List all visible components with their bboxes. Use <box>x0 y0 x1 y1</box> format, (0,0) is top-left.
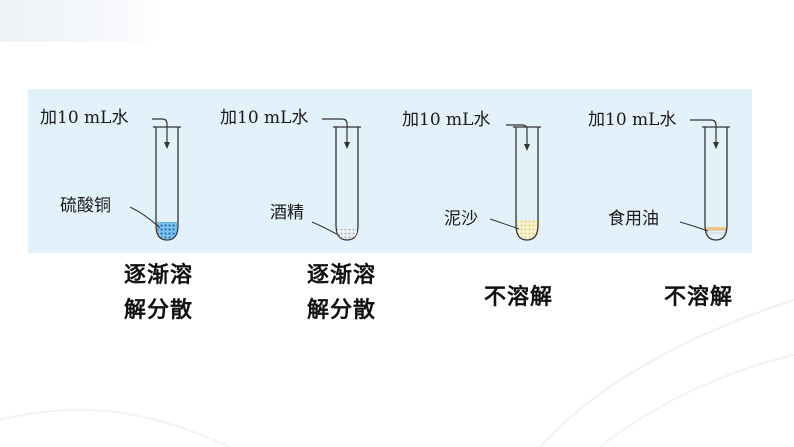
test-tube-1 <box>153 126 181 241</box>
arrow-1 <box>152 118 170 149</box>
water-label-3: 加10 mL水 <box>402 110 491 130</box>
substance-label-1: 硫酸铜 <box>60 196 111 216</box>
corner-decoration <box>0 0 160 42</box>
copper-sulfate-sediment <box>157 222 177 239</box>
experiment-panel <box>28 89 752 253</box>
pointer-line-1 <box>129 206 161 229</box>
test-tube-2 <box>333 126 361 241</box>
substance-label-4: 食用油 <box>608 209 659 229</box>
oil-layer <box>706 227 726 230</box>
water-label-4: 加10 mL水 <box>588 110 677 130</box>
result-1-line-2: 解分散 <box>124 298 194 323</box>
result-4: 不溶解 <box>664 285 734 310</box>
result-1-line-1: 逐渐溶 <box>124 263 194 288</box>
alcohol-layer <box>337 229 357 239</box>
substance-label-2: 酒精 <box>270 203 304 223</box>
water-label-2: 加10 mL水 <box>220 108 309 128</box>
water-label-1: 加10 mL水 <box>40 108 129 128</box>
pointer-line-2 <box>311 221 341 237</box>
arrow-2 <box>322 118 350 149</box>
sand-sediment <box>517 220 537 239</box>
pointer-line-4 <box>679 221 709 232</box>
result-2-line-1: 逐渐溶 <box>307 263 377 288</box>
result-3: 不溶解 <box>484 285 554 310</box>
substance-label-3: 泥沙 <box>444 209 478 229</box>
result-2-line-2: 解分散 <box>307 298 377 323</box>
arrow-4 <box>690 119 719 149</box>
arrow-3 <box>506 124 530 151</box>
pointer-line-3 <box>489 218 520 230</box>
